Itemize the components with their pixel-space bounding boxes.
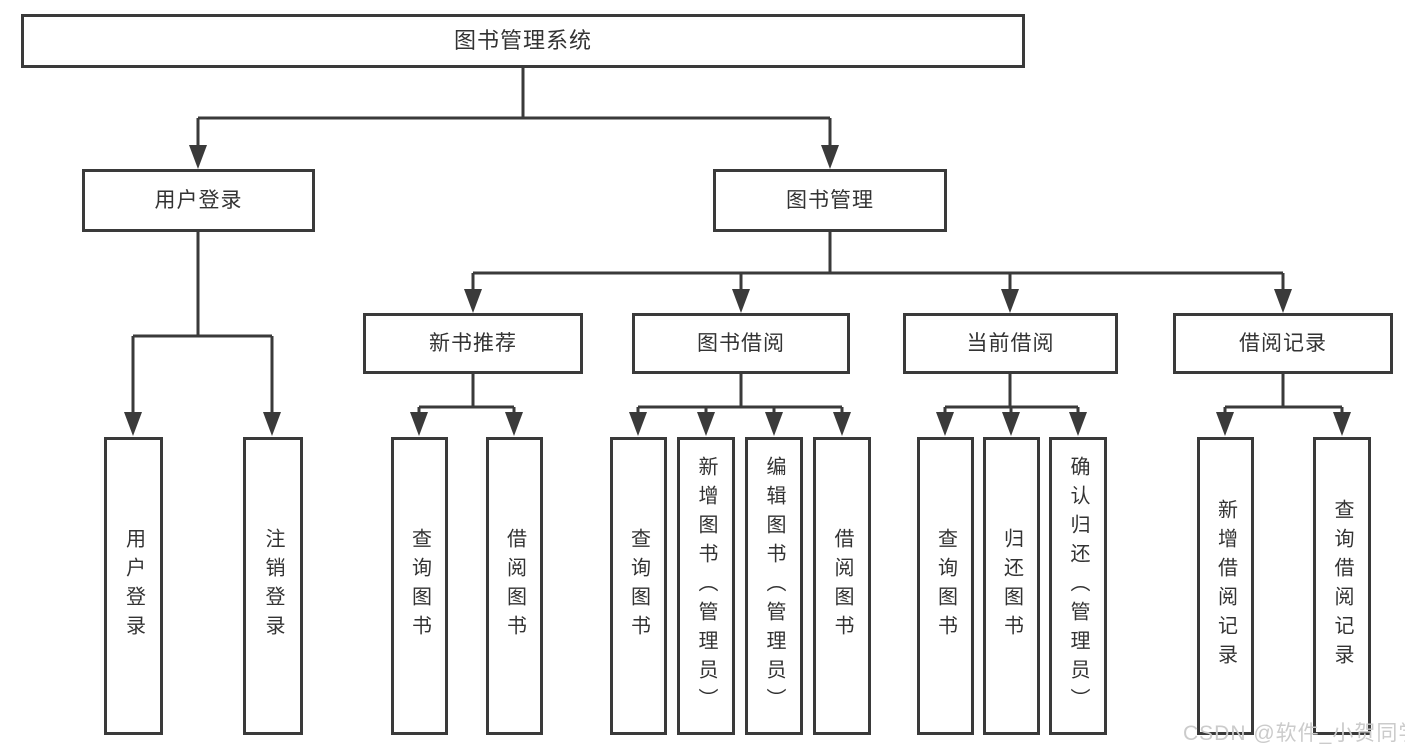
leaf-current-borrow-return-book: 归还图书 bbox=[983, 437, 1040, 735]
node-label: 归还图书 bbox=[1000, 528, 1023, 644]
node-label: 新增图书（管理员） bbox=[695, 455, 717, 717]
node-label: 借阅图书 bbox=[503, 528, 526, 644]
node-label: 查询图书 bbox=[627, 528, 650, 644]
node-user-login: 用户登录 bbox=[82, 169, 315, 232]
arrow-down-icons bbox=[124, 145, 1351, 436]
node-label: 用户登录 bbox=[122, 528, 145, 644]
leaf-user-login: 用户登录 bbox=[104, 437, 163, 735]
node-label: 用户登录 bbox=[154, 189, 243, 212]
watermark: CSDN @软件_小贺同学 bbox=[1183, 722, 1405, 745]
leaf-book-borrow-borrow-book: 借阅图书 bbox=[813, 437, 871, 735]
node-label: 查询图书 bbox=[934, 528, 957, 644]
node-label: 编辑图书（管理员） bbox=[763, 455, 785, 717]
leaf-borrow-record-query-record: 查询借阅记录 bbox=[1313, 437, 1371, 735]
node-label: 查询图书 bbox=[408, 528, 431, 644]
leaf-current-borrow-confirm-return: 确认归还（管理员） bbox=[1049, 437, 1107, 735]
node-book-management: 图书管理 bbox=[713, 169, 947, 232]
leaf-new-book-borrow-book: 借阅图书 bbox=[486, 437, 543, 735]
node-book-borrow: 图书借阅 bbox=[632, 313, 850, 374]
node-label: 注销登录 bbox=[262, 528, 284, 644]
node-library-management-system: 图书管理系统 bbox=[21, 14, 1025, 68]
leaf-book-borrow-edit-book: 编辑图书（管理员） bbox=[745, 437, 803, 735]
leaf-logout: 注销登录 bbox=[243, 437, 303, 735]
node-label: 图书管理 bbox=[786, 189, 874, 212]
node-label: 确认归还（管理员） bbox=[1067, 455, 1089, 717]
leaf-new-book-query-book: 查询图书 bbox=[391, 437, 448, 735]
node-label: 新书推荐 bbox=[429, 332, 517, 355]
node-new-book-recommend: 新书推荐 bbox=[363, 313, 583, 374]
node-borrow-record: 借阅记录 bbox=[1173, 313, 1393, 374]
node-label: 查询借阅记录 bbox=[1331, 499, 1353, 673]
node-label: 新增借阅记录 bbox=[1214, 499, 1237, 673]
node-label: 图书借阅 bbox=[697, 332, 785, 355]
leaf-current-borrow-query-book: 查询图书 bbox=[917, 437, 974, 735]
node-label: 图书管理系统 bbox=[453, 28, 592, 53]
node-label: 借阅记录 bbox=[1239, 332, 1327, 355]
leaf-borrow-record-add-record: 新增借阅记录 bbox=[1197, 437, 1254, 735]
leaf-book-borrow-query-book: 查询图书 bbox=[610, 437, 667, 735]
node-label: 借阅图书 bbox=[831, 528, 853, 644]
connector-lines bbox=[131, 68, 1344, 414]
node-current-borrow: 当前借阅 bbox=[903, 313, 1118, 374]
node-label: 当前借阅 bbox=[966, 332, 1055, 355]
leaf-book-borrow-add-book: 新增图书（管理员） bbox=[677, 437, 735, 735]
